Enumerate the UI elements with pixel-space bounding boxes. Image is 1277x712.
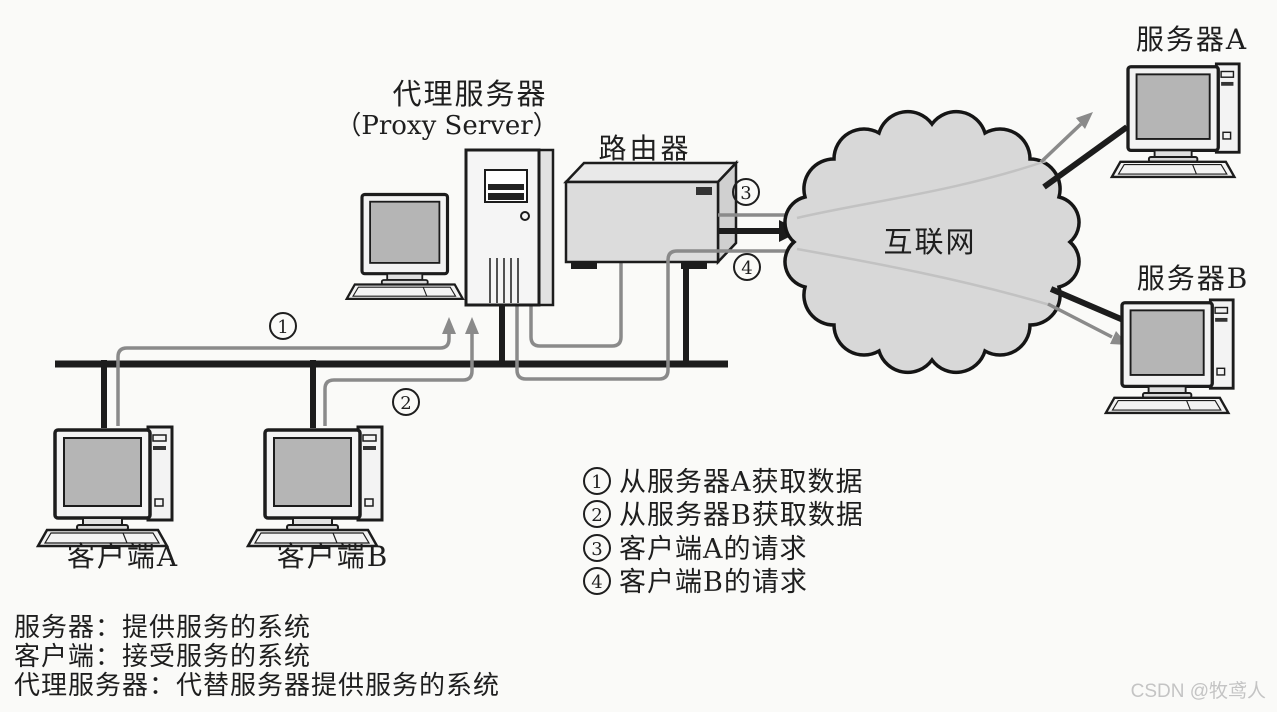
proxy-tower xyxy=(464,148,555,307)
server-b-computer xyxy=(1104,298,1235,415)
lan-bus xyxy=(55,258,728,428)
internet-cloud xyxy=(783,109,1081,375)
internet-to-server-a-link xyxy=(1039,112,1129,190)
svg-text:3: 3 xyxy=(740,183,751,204)
router-label: 路由器 xyxy=(598,132,691,165)
flow-path-1 xyxy=(116,317,456,426)
proxy-label-en: （Proxy Server） xyxy=(335,111,558,141)
legend: 1 从服务器A获取数据 2 从服务器B获取数据 3 客户端A的请求 4 客户端B… xyxy=(583,467,864,598)
flow-path-2 xyxy=(323,317,479,426)
svg-text:客户端B的请求: 客户端B的请求 xyxy=(619,567,808,598)
watermark: CSDN @牧鸢人 xyxy=(1131,680,1266,702)
flow-marker-1: 1 xyxy=(269,312,297,340)
client-b-computer xyxy=(246,425,384,548)
client-b-label: 客户端B xyxy=(277,540,390,573)
router-port xyxy=(696,187,712,195)
server-b-label: 服务器B xyxy=(1137,262,1250,295)
flow-marker-2: 2 xyxy=(392,388,420,416)
client-a-label: 客户端A xyxy=(67,540,179,573)
client-a-computer xyxy=(36,425,174,548)
flow-marker-4: 4 xyxy=(733,253,761,281)
svg-text:4: 4 xyxy=(591,572,602,593)
proxy-label-cn: 代理服务器 xyxy=(392,77,547,111)
footnote-proxy: 代理服务器：代替服务器提供服务的系统 xyxy=(14,671,500,701)
svg-text:2: 2 xyxy=(400,393,411,414)
server-a-computer xyxy=(1110,62,1241,179)
svg-text:1: 1 xyxy=(591,472,602,493)
proxy-workstation xyxy=(345,192,465,301)
legend-item-3: 3 客户端A的请求 xyxy=(583,534,808,565)
svg-text:从服务器B获取数据: 从服务器B获取数据 xyxy=(619,500,864,531)
footnote-server: 服务器：提供服务的系统 xyxy=(14,613,311,643)
svg-text:2: 2 xyxy=(591,505,602,526)
svg-text:1: 1 xyxy=(277,317,288,338)
legend-item-4: 4 客户端B的请求 xyxy=(583,567,808,598)
footnotes: 服务器：提供服务的系统 客户端：接受服务的系统 代理服务器：代替服务器提供服务的… xyxy=(14,613,500,701)
footnote-client: 客户端：接受服务的系统 xyxy=(14,642,311,672)
flow-path-4 xyxy=(515,249,797,381)
internet-label: 互联网 xyxy=(883,225,976,259)
svg-text:从服务器A获取数据: 从服务器A获取数据 xyxy=(619,467,864,498)
router xyxy=(563,159,739,269)
svg-text:客户端A的请求: 客户端A的请求 xyxy=(619,534,808,565)
flow-path-proxy-to-router xyxy=(529,262,623,348)
legend-item-2: 2 从服务器B获取数据 xyxy=(583,500,864,531)
flow-marker-3: 3 xyxy=(732,178,760,206)
server-a-label: 服务器A xyxy=(1136,23,1248,56)
svg-text:4: 4 xyxy=(741,258,752,279)
legend-item-1: 1 从服务器A获取数据 xyxy=(583,467,864,498)
svg-text:3: 3 xyxy=(591,539,602,560)
